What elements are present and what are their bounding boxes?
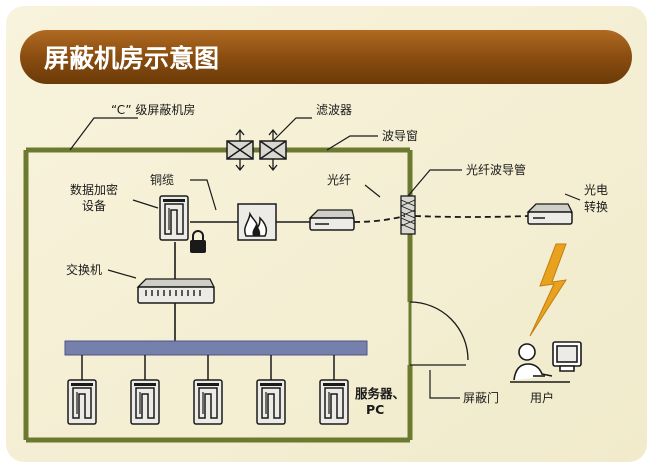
labels: “C” 级屏蔽机房 滤波器 波导窗 光纤波导管 光纤 铜缆 数据加密 设备 交换… bbox=[66, 102, 608, 417]
copper-label: 铜缆 bbox=[150, 172, 174, 187]
user-computer-icon bbox=[510, 341, 582, 383]
waveguide-icon bbox=[400, 195, 416, 235]
fiber-modem-icon bbox=[308, 209, 355, 231]
shield-door-label: 屏蔽门 bbox=[463, 390, 499, 405]
firewall-icon bbox=[237, 203, 277, 241]
fiber-waveguide-label: 光纤波导管 bbox=[466, 162, 526, 177]
filter-label: 滤波器 bbox=[316, 103, 352, 117]
diagram-title: 屏蔽机房示意图 bbox=[44, 44, 219, 73]
oe-label-line2: 转换 bbox=[584, 199, 608, 214]
server-tower-icon bbox=[130, 379, 160, 425]
oe-label-line1: 光电 bbox=[584, 183, 608, 197]
server-drops bbox=[81, 355, 335, 380]
optical-converter-icon bbox=[526, 203, 574, 225]
waveguide-window-label: 波导窗 bbox=[382, 129, 418, 143]
fiber-label: 光纤 bbox=[327, 173, 351, 187]
room-label: “C” 级屏蔽机房 bbox=[111, 102, 195, 117]
server-tower-icon bbox=[67, 379, 97, 425]
switch-icon bbox=[136, 278, 216, 304]
switch-label: 交换机 bbox=[66, 262, 102, 277]
server-tower-icon bbox=[256, 379, 286, 425]
leader-lines bbox=[69, 117, 581, 399]
room-wall bbox=[23, 147, 413, 443]
servers-label-line1: 服务器、 bbox=[355, 386, 405, 401]
server-tower-icon bbox=[193, 379, 223, 425]
encrypt-label-line2: 设备 bbox=[82, 199, 106, 213]
encryption-server-icon bbox=[159, 195, 189, 241]
lightning-icon bbox=[529, 243, 568, 337]
fiber-line-inside bbox=[353, 215, 406, 223]
encrypt-label-line1: 数据加密 bbox=[70, 182, 118, 197]
server-tower-icon bbox=[319, 379, 349, 425]
shield-door bbox=[408, 301, 469, 366]
user-label: 用户 bbox=[530, 390, 554, 405]
network-bus bbox=[64, 340, 368, 356]
lock-icon bbox=[190, 230, 206, 253]
servers-label-line2: PC bbox=[366, 402, 384, 417]
title-bar bbox=[20, 30, 632, 84]
fiber-line-outside bbox=[414, 215, 529, 218]
filter-icon bbox=[226, 128, 287, 172]
